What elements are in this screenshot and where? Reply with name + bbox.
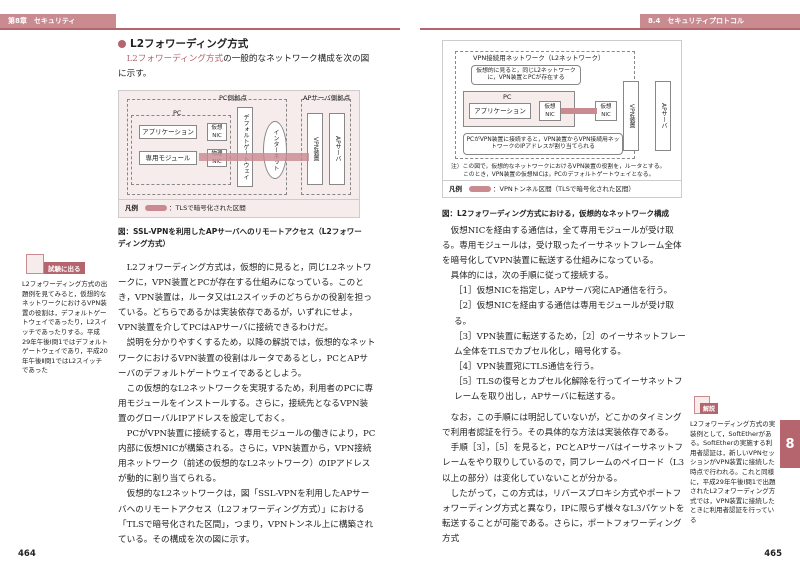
section-bullet-icon: [118, 39, 126, 48]
steps-list: ［1］仮想NICを指定し，APサーバ宛にAP通信を行う。 ［2］仮想NICを経由…: [442, 284, 688, 405]
right-page-number: 465: [764, 549, 782, 559]
left-header-rule: [0, 28, 400, 30]
step-item: ［5］TLSの復号とカプセル化解除を行ってイーサネットフレームを取り出し，APサ…: [454, 376, 683, 403]
vnic-box-vpn: 仮想NIC: [595, 101, 617, 121]
chapter-tab: 8: [780, 420, 800, 468]
left-body: L2フォワーディング方式は，仮想的に見ると，同じL2ネットワークに，VPN装置と…: [118, 261, 376, 548]
gateway-box: デフォルトゲートウェイ: [237, 107, 253, 187]
intro-text: の一般的なネットワーク構成を次の図に示す。: [118, 54, 370, 80]
app-box: アプリケーション: [139, 125, 197, 139]
module-box: 専用モジュール: [139, 151, 197, 165]
section-title-text: L2フォワーディング方式: [130, 38, 249, 50]
legend-divider: [119, 199, 359, 200]
right-footnote-1: 注）この図で，仮想的なネットワークにおけるVPN装置の役割を，ルータとする。: [451, 163, 665, 171]
left-page-number: 464: [18, 549, 36, 559]
legend-swatch: [469, 186, 491, 192]
internet-cloud: インターネット: [263, 121, 287, 179]
left-paragraph: 説明を分かりやすくするため，以降の解説では，仮想的なネットワークにおけるVPN装…: [118, 338, 376, 379]
ap-server-box: APサーバ: [329, 113, 345, 185]
right-header-text: 8.4 セキュリティプロトコル: [648, 17, 744, 25]
left-sidenote-badge: 試験に出る: [44, 262, 85, 274]
vpn-device-box: VPN装置: [623, 81, 639, 151]
vpn-tunnel-band: [561, 108, 597, 114]
left-sidenote-text: L2フォワーディング方式の出題例を見てみると，仮想的なネットワークにおけるVPN…: [22, 280, 108, 375]
left-paragraph: この仮想的なL2ネットワークを実現するため，利用者のPCに専用モジュールをインス…: [118, 383, 374, 424]
ap-server-box: APサーバ: [655, 81, 671, 151]
left-header-text: 第8章 セキュリティ: [8, 17, 76, 25]
ap-site-area: [301, 99, 351, 195]
left-paragraph: PCがVPN装置に接続すると，専用モジュールの働きにより，PC内部に仮想NICが…: [118, 429, 376, 485]
ap-site-label: APサーバ側拠点: [303, 94, 351, 102]
left-paragraph: 仮想的なL2ネットワークは，図「SSL-VPNを利用したAPサーバへのリモートア…: [118, 489, 374, 545]
intro-highlight: L2フォワーディング方式: [126, 54, 224, 64]
right-paragraph: 仮想NICを経由する通信は，全て専用モジュールが受け取る。専用モジュールは，受け…: [442, 226, 682, 267]
step-item: ［4］VPN装置宛にTLS通信を行う。: [454, 361, 599, 372]
tls-tunnel-band: [199, 153, 309, 161]
vpn-device-box: VPN装置: [307, 113, 323, 185]
right-paragraph: 手順［3］，［5］を見ると，PCとAPサーバはイーサネットフレームをやり取りして…: [442, 443, 685, 484]
right-paragraph: なお，この手順には明記していないが，どこかのタイミングで利用者認証を行う。その具…: [442, 413, 682, 439]
right-figure-caption: 図：L2フォワーディング方式における，仮想的なネットワーク構成: [442, 209, 669, 218]
chapter-tab-number: 8: [785, 436, 795, 452]
legend-text: ：TLSで暗号化された区間: [169, 204, 246, 212]
legend-swatch: [145, 205, 167, 211]
vpn-network-label: VPN接続用ネットワーク（L2ネットワーク）: [473, 54, 605, 62]
left-figure: PC側拠点 APサーバ側拠点 PC アプリケーション 仮想NIC 専用モジュール…: [118, 90, 360, 218]
right-figure: VPN接続用ネットワーク（L2ネットワーク） 仮想的に見ると，同じL2ネットワー…: [442, 40, 682, 198]
legend-key: 凡例: [449, 185, 462, 193]
left-sidenote-icon: [26, 254, 44, 274]
right-footnote-1-text: 注）この図で，仮想的なネットワークにおけるVPN装置の役割を，ルータとする。: [451, 164, 666, 170]
app-box: アプリケーション: [469, 103, 531, 119]
right-running-header: 8.4 セキュリティプロトコル: [640, 14, 800, 28]
legend-divider: [443, 180, 681, 181]
left-running-header: 第8章 セキュリティ: [0, 14, 116, 28]
left-intro: L2フォワーディング方式の一般的なネットワーク構成を次の図に示す。: [118, 52, 376, 82]
pc-site-label: PC側拠点: [219, 94, 247, 102]
legend-text: ：VPNトンネル区間（TLSで暗号化された区間）: [493, 185, 635, 193]
vnic-box-pc: 仮想NIC: [539, 101, 561, 121]
right-footnote-2: このとき，VPN装置の仮想NICは，PCのデフォルトゲートウェイとなる。: [463, 172, 655, 178]
left-paragraph: L2フォワーディング方式は，仮想的に見ると，同じL2ネットワークに，VPN装置と…: [118, 263, 372, 334]
left-sidenote-badge-text: 試験に出る: [48, 265, 81, 273]
right-sidenote-badge-text: 解説: [703, 406, 716, 413]
right-paragraph: したがって，この方式は，リバースプロキシ方式やポートフォワーディング方式と異なり…: [442, 488, 685, 544]
step-item: ［2］仮想NICを経由する通信は専用モジュールが受け取る。: [454, 301, 675, 327]
pc-label: PC: [503, 93, 512, 101]
right-paragraph: 具体的には，次の手順に従って接続する。: [450, 271, 614, 282]
vnic-box: 仮想NIC: [207, 123, 227, 141]
pc-box: [131, 115, 231, 185]
right-body: 仮想NICを経由する通信は，全て専用モジュールが受け取る。専用モジュールは，受け…: [442, 224, 688, 547]
left-figure-caption: 図：SSL-VPNを利用したAPサーバへのリモートアクセス（L2フォワーディング…: [118, 227, 362, 248]
step-item: ［3］VPN装置に転送するため，［2］のイーサネットフレーム全体をTLSでカプセ…: [454, 331, 686, 357]
section-title: L2フォワーディング方式: [118, 36, 248, 51]
step-item: ［1］仮想NICを指定し，APサーバ宛にAP通信を行う。: [454, 286, 673, 297]
legend-key: 凡例: [125, 204, 138, 212]
right-header-rule: [420, 28, 800, 30]
right-sidenote-badge: 解説: [700, 403, 719, 414]
right-sidenote-text: L2フォワーディング方式の実装例として，SoftEtherがある。SoftEth…: [690, 420, 776, 524]
pc-label: PC: [173, 109, 182, 117]
note-top-box: 仮想的に見ると，同じL2ネットワークに，VPN装置とPCが存在する: [471, 65, 581, 85]
note-bottom-box: PCがVPN装置に接続すると，VPN装置からVPN接続用ネットワークのIPアドレ…: [463, 133, 623, 155]
